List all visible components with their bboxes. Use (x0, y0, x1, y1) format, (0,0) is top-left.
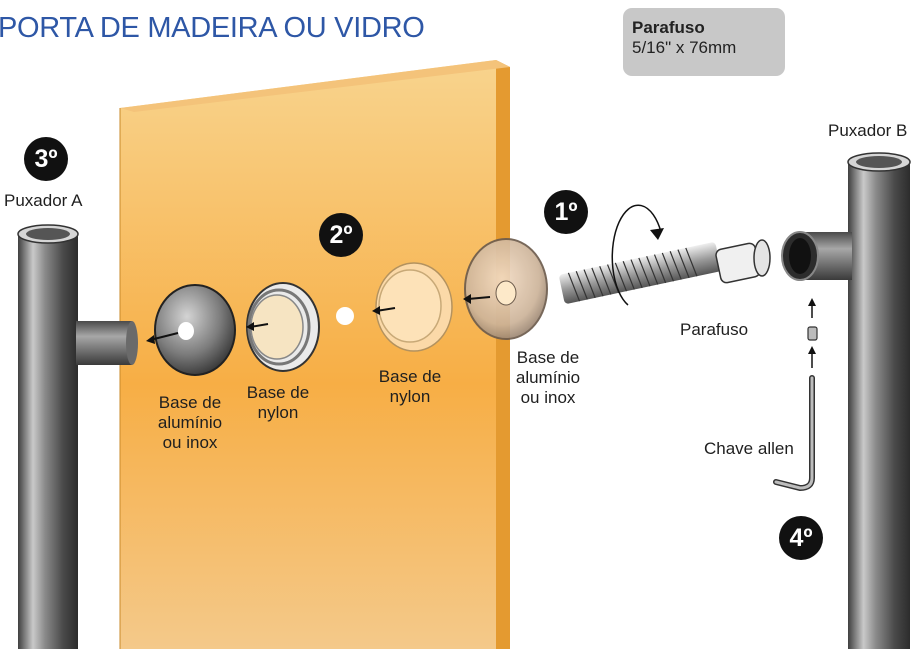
screw-head (715, 239, 771, 284)
label-nylon-base-right: Base de nylon (378, 367, 442, 406)
handle-a (17, 224, 138, 649)
handle-b (781, 152, 911, 649)
nylon-base-right (372, 262, 453, 352)
label-puxador-a: Puxador A (4, 191, 83, 210)
label-parafuso: Parafuso (680, 320, 749, 339)
aluminium-base-left (146, 284, 236, 376)
label-aluminium-base-right: Base de alumínio ou inox (515, 348, 581, 407)
screw-spec-box: Parafuso 5/16" x 76mm (623, 8, 785, 76)
label-chave-allen: Chave allen (704, 439, 794, 458)
label-nylon-base-left: Base de nylon (246, 383, 310, 422)
page-title: PORTA DE MADEIRA OU VIDRO (0, 12, 425, 44)
spec-value: 5/16" x 76mm (632, 38, 737, 57)
label-puxador-b: Puxador B (828, 121, 908, 140)
door-hole (336, 307, 354, 325)
nylon-base-left (246, 282, 320, 372)
aluminium-base-right (463, 238, 548, 340)
step-4-badge: 4º (779, 516, 823, 560)
allen-key (773, 298, 818, 492)
step-2-badge: 2º (319, 213, 363, 257)
step-1-badge: 1º (544, 190, 588, 234)
screw (559, 204, 771, 306)
spec-title: Parafuso (632, 18, 705, 37)
step-3-badge: 3º (24, 137, 68, 181)
label-aluminium-base-left: Base de alumínio ou inox (157, 393, 223, 452)
